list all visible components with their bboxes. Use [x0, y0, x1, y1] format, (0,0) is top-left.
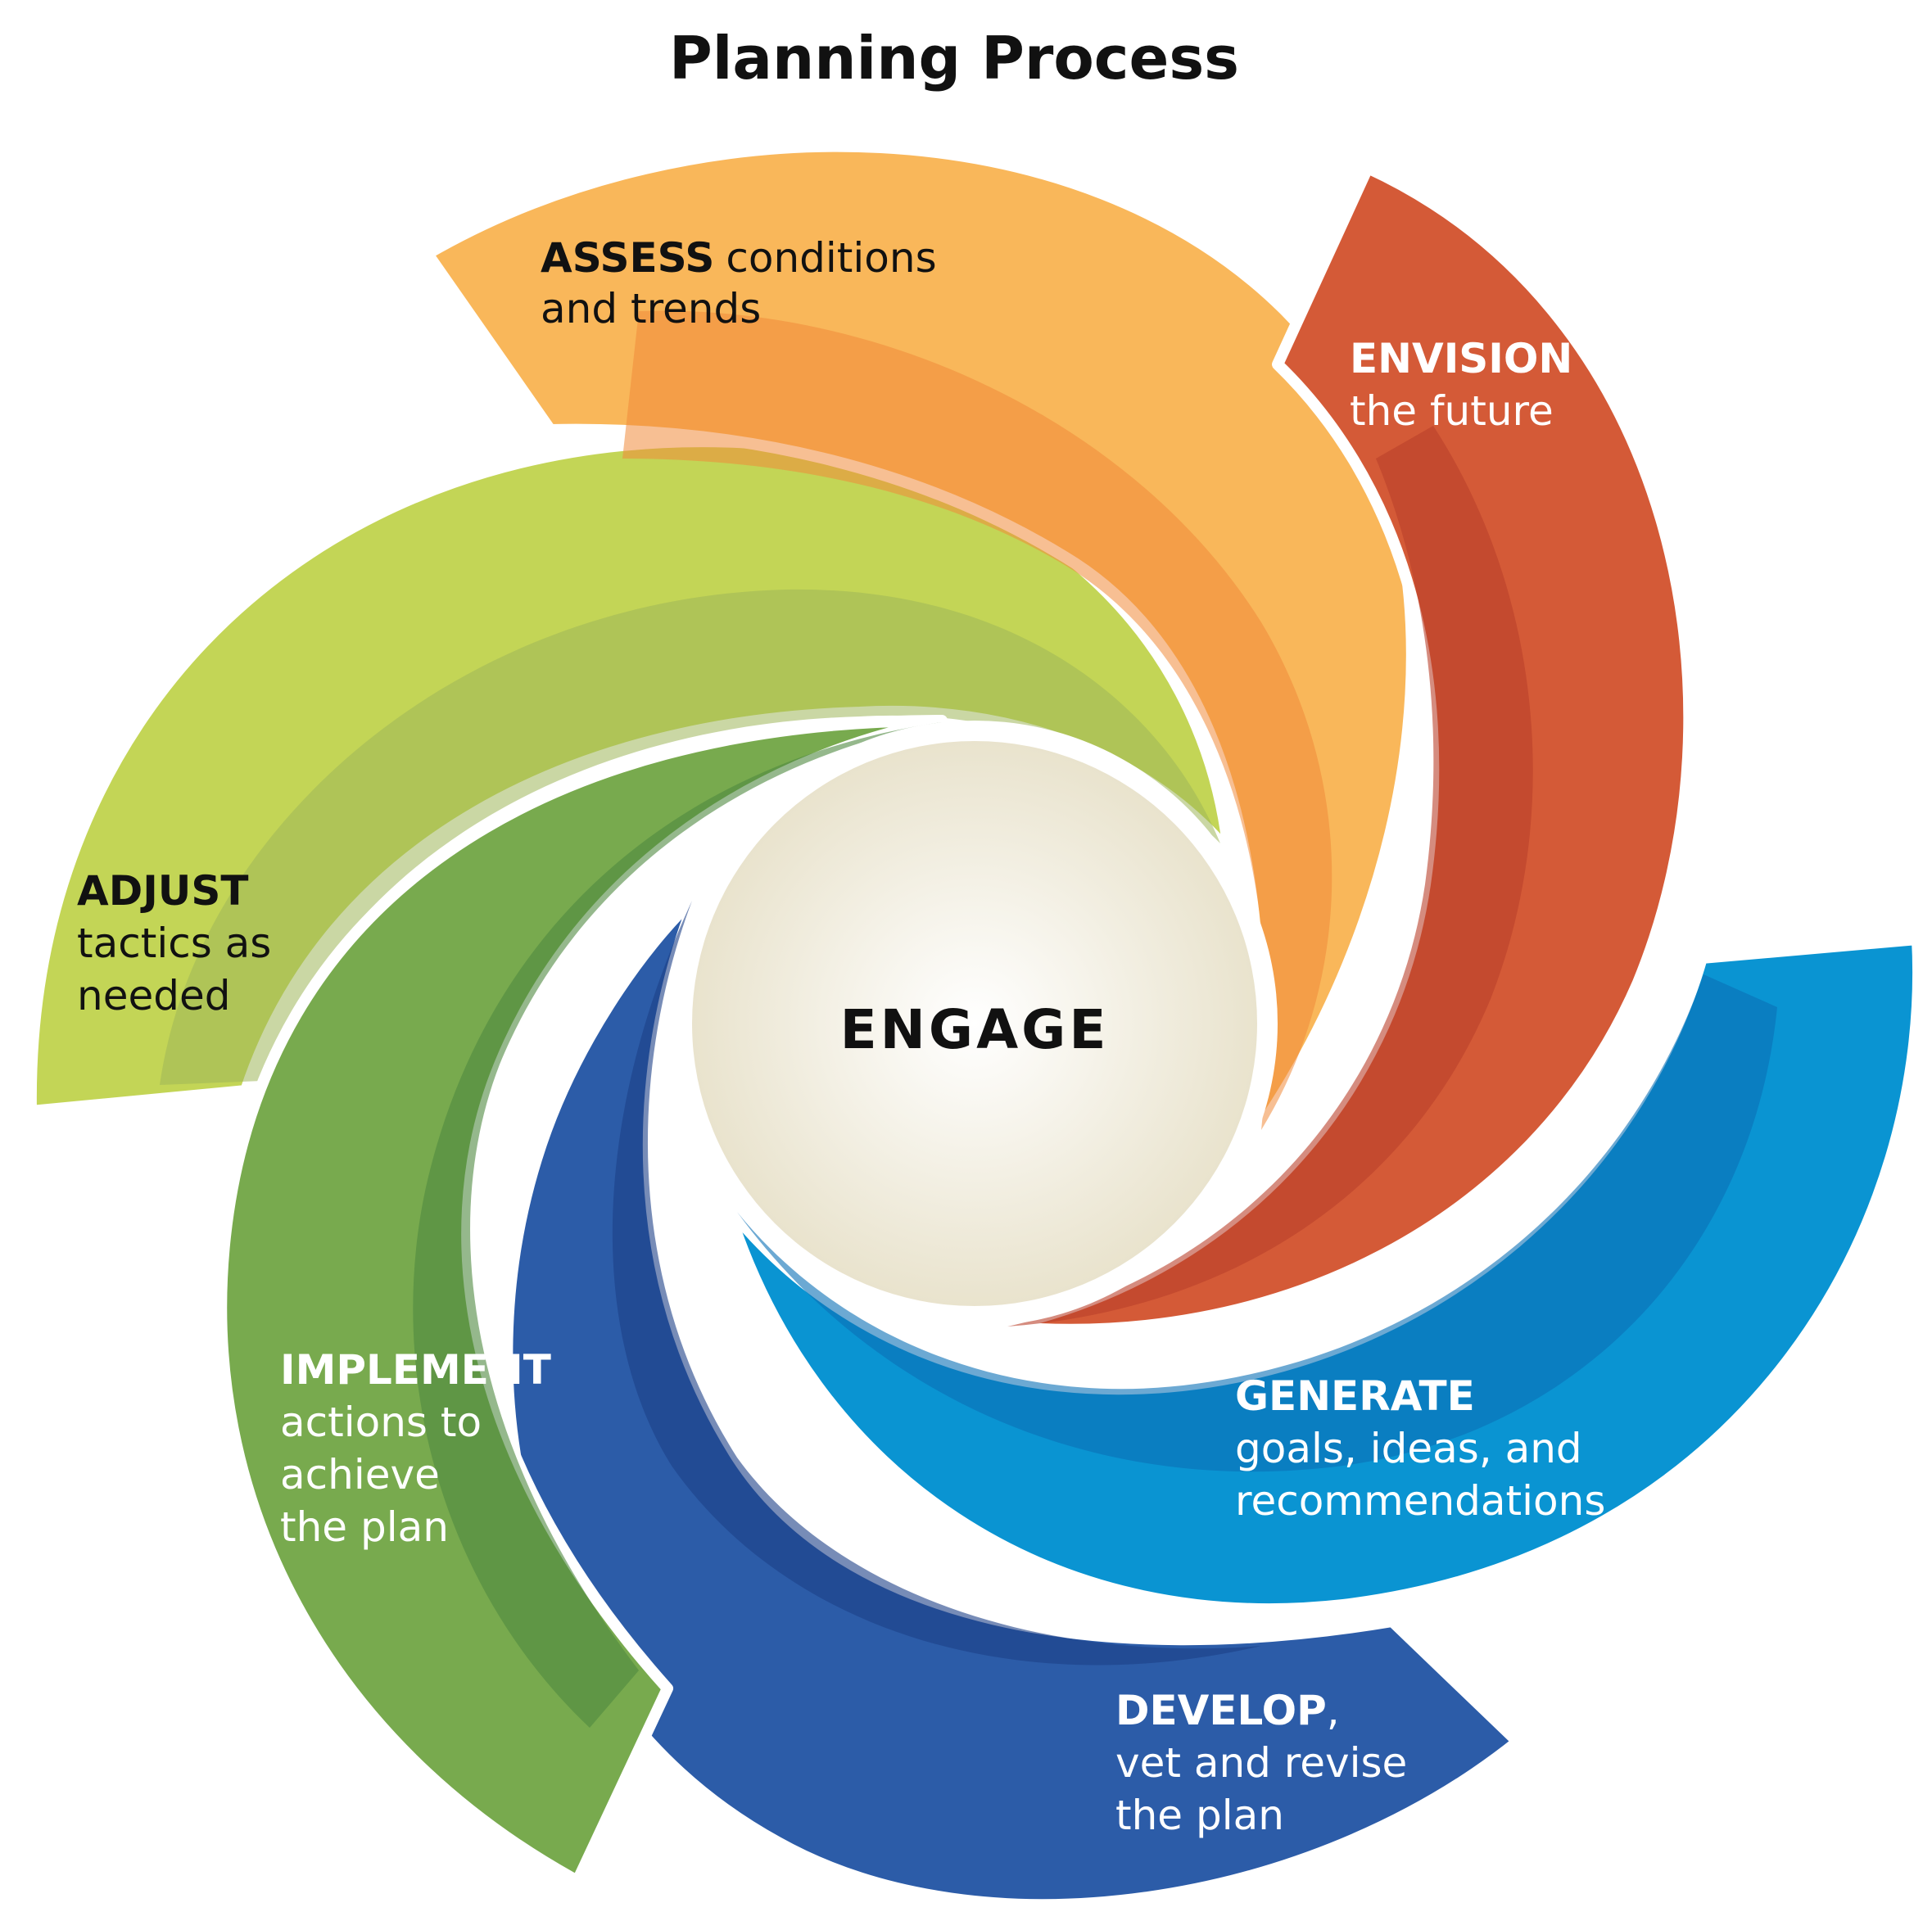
label-envision-line-1: the future: [1350, 387, 1554, 435]
label-envision-keyword: ENVISION: [1350, 335, 1572, 382]
label-assess-line-1: and trends: [541, 285, 761, 332]
label-implement-keyword: IMPLEMENT: [280, 1346, 551, 1394]
label-develop-line-2: the plan: [1115, 1792, 1284, 1839]
label-adjust: ADJUST tactics as needed: [77, 867, 284, 1019]
label-develop-rest: ,: [1327, 1687, 1340, 1734]
arc-implement: [215, 715, 948, 1887]
arc-adjust: [25, 436, 1234, 1117]
label-adjust-keyword: ADJUST: [77, 867, 249, 915]
cycle-arcs: [25, 140, 1924, 1911]
label-assess-keyword: ASSESS: [541, 234, 714, 282]
label-implement-line-2: achieve: [280, 1451, 440, 1498]
label-adjust-line-1: tactics as: [77, 920, 271, 967]
arc-envision: [998, 162, 1695, 1336]
label-adjust-line-2: needed: [77, 972, 230, 1019]
label-implement-line-3: the plan: [280, 1503, 449, 1551]
label-generate-line-1: goals, ideas, and: [1235, 1425, 1582, 1472]
label-generate-keyword: GENERATE: [1235, 1372, 1475, 1420]
arc-assess: [422, 140, 1418, 1144]
engage-circle: [692, 741, 1257, 1306]
label-develop-line-1: vet and revise: [1115, 1739, 1407, 1787]
label-develop: DEVELOP, vet and revise the plan: [1115, 1687, 1420, 1839]
arc-generate-inner-shade: [737, 974, 1777, 1472]
engage-label: ENGAGE: [840, 998, 1110, 1061]
arc-envision-inner-shade: [1007, 426, 1533, 1327]
diagram-title: Planning Process: [669, 24, 1239, 93]
label-generate-line-2: recommendations: [1235, 1477, 1605, 1525]
arc-generate: [722, 933, 1924, 1616]
arc-implement-inner-shade: [413, 722, 942, 1728]
arc-envision-band: [998, 162, 1695, 1336]
engage-center: ENGAGE: [672, 721, 1278, 1327]
arc-generate-band: [722, 933, 1924, 1616]
label-develop-keyword: DEVELOP: [1115, 1687, 1327, 1734]
arc-assess-inner-shade: [622, 310, 1332, 1131]
label-implement-line-1: actions to: [280, 1399, 482, 1446]
label-envision: ENVISION the future: [1350, 335, 1586, 435]
label-implement: IMPLEMENT actions to achieve the plan: [280, 1346, 564, 1551]
arc-adjust-inner-shade: [160, 589, 1220, 1085]
label-generate: GENERATE goals, ideas, and recommendatio…: [1235, 1372, 1605, 1525]
arc-develop: [501, 891, 1523, 1911]
label-assess-rest: conditions: [726, 234, 936, 282]
